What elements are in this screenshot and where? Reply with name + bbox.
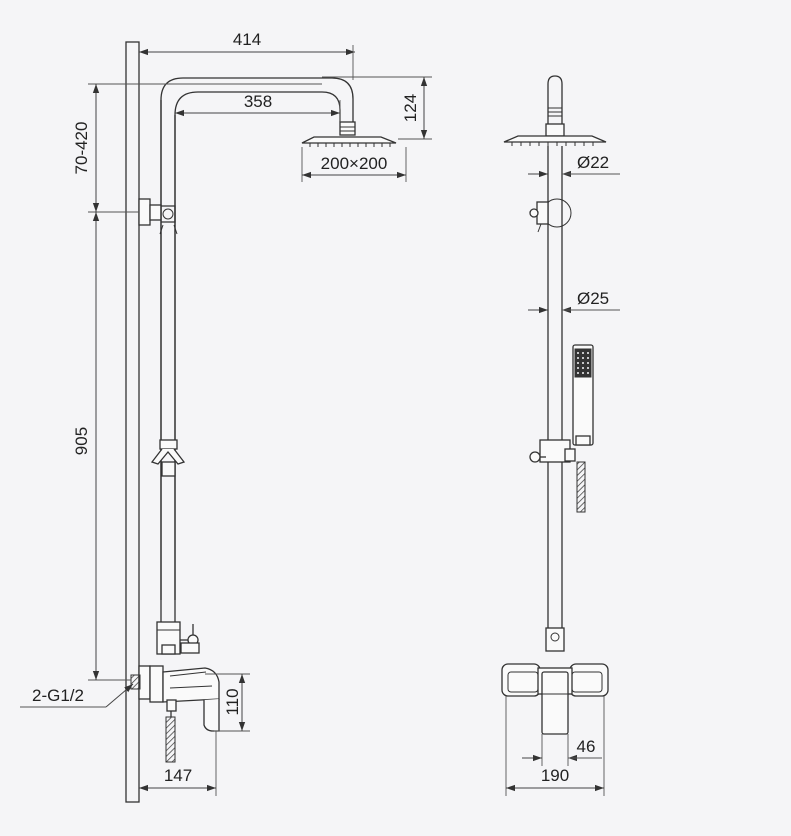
front-shower-head <box>503 123 607 146</box>
dimension-200x200: 200×200 <box>301 147 407 182</box>
arm-elbow <box>547 75 563 124</box>
wall-plate <box>125 41 140 803</box>
dimension-2-g1-2: 2-G1/2 <box>20 683 134 708</box>
mixer-body <box>138 665 220 732</box>
dimension-46: 46 <box>522 734 602 766</box>
dimension-414: 414 <box>139 30 355 80</box>
label-d25: Ø25 <box>577 289 609 308</box>
front-view: Ø22 Ø25 46 190 <box>501 75 620 796</box>
label-110: 110 <box>223 688 242 715</box>
upper-wall-bracket <box>138 198 178 235</box>
overhead-arm <box>160 77 354 600</box>
label-147: 147 <box>164 766 192 785</box>
dimension-70-420: 70-420 <box>72 83 322 213</box>
front-mixer <box>501 663 609 735</box>
dimension-d22: Ø22 <box>528 153 620 178</box>
hose <box>165 716 176 763</box>
dimension-358: 358 <box>175 92 341 122</box>
label-190: 190 <box>541 766 569 785</box>
front-wall-bracket <box>529 198 572 233</box>
side-view: 414 358 124 200×200 70-420 90 <box>20 30 432 803</box>
dimension-d25: Ø25 <box>528 289 620 314</box>
label-2-g1-2: 2-G1/2 <box>32 686 84 705</box>
label-358: 358 <box>244 92 272 111</box>
hand-shower <box>572 344 594 513</box>
diverter <box>156 621 200 655</box>
label-70-420: 70-420 <box>72 122 91 175</box>
label-124: 124 <box>401 94 420 122</box>
rain-shower-head <box>301 121 397 147</box>
label-d22: Ø22 <box>577 153 609 172</box>
hand-shower-slider <box>150 439 186 477</box>
label-414: 414 <box>233 30 261 49</box>
dimension-905: 905 <box>72 212 131 681</box>
label-200x200: 200×200 <box>321 154 388 173</box>
front-slider <box>529 439 576 463</box>
nozzles <box>309 143 391 147</box>
dimension-124: 124 <box>322 76 432 140</box>
label-46: 46 <box>577 737 596 756</box>
dimension-110: 110 <box>205 673 250 732</box>
dimension-190: 190 <box>505 696 605 796</box>
label-905: 905 <box>72 427 91 455</box>
front-diverter <box>545 627 565 652</box>
dimension-147: 147 <box>139 731 217 796</box>
inlet-thread <box>130 674 141 690</box>
